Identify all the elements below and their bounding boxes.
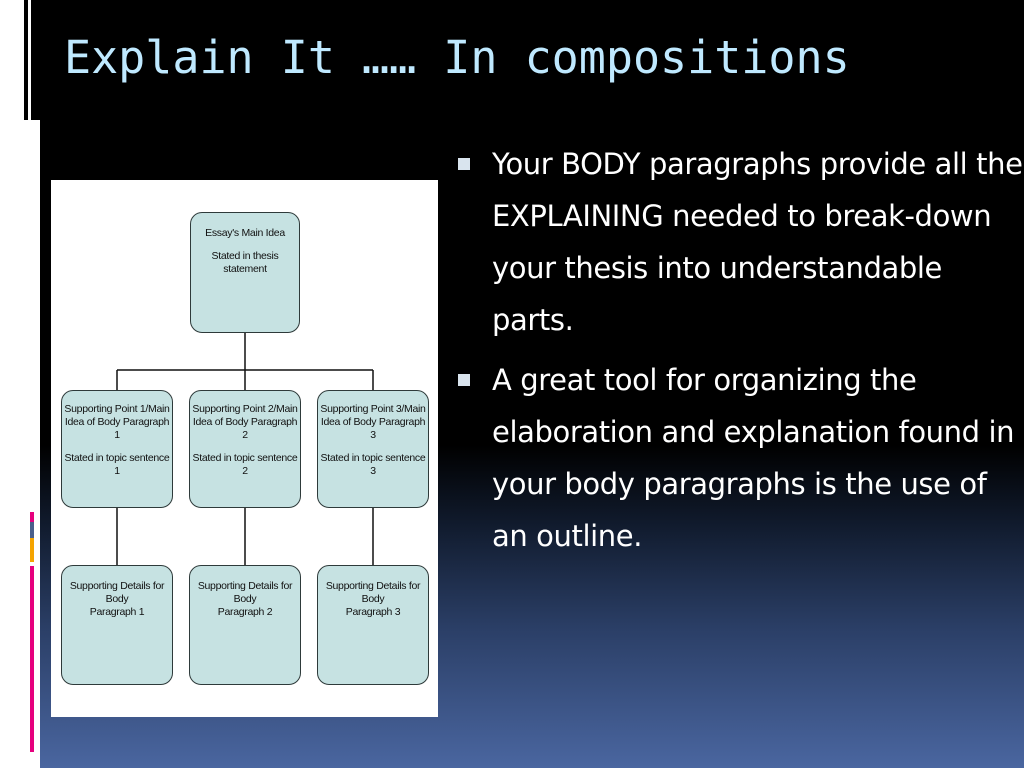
slide-title: Explain It …… In compositions (64, 31, 850, 84)
node-label: Idea of Body Paragraph 3 (320, 416, 426, 441)
node-label: Stated in topic sentence 2 (192, 452, 298, 477)
decoration-bar (31, 0, 40, 120)
supporting-details-node-3: Supporting Details for Body Paragraph 3 (317, 565, 429, 685)
left-decoration-strip (0, 0, 40, 768)
node-label: Stated in topic sentence 3 (320, 452, 426, 477)
node-label: Supporting Point 2/Main (192, 403, 298, 415)
essay-structure-diagram: Essay's Main Idea Stated in thesis state… (51, 180, 438, 717)
node-label: Idea of Body Paragraph 2 (192, 416, 298, 441)
orange-accent-bar (30, 538, 34, 562)
node-label: Stated in thesis statement (211, 250, 279, 275)
main-idea-node: Essay's Main Idea Stated in thesis state… (190, 212, 300, 333)
supporting-details-node-2: Supporting Details for Body Paragraph 2 (189, 565, 301, 685)
node-label: Essay's Main Idea (205, 227, 285, 239)
diagram-connectors (116, 333, 374, 565)
bullet-item: Your BODY paragraphs provide all the EXP… (456, 138, 1024, 346)
node-label: Supporting Point 1/Main (64, 403, 170, 415)
node-label: Paragraph 1 (89, 606, 145, 618)
bullet-item: A great tool for organizing the elaborat… (456, 354, 1024, 562)
node-label: Paragraph 2 (217, 606, 273, 618)
bullet-list: Your BODY paragraphs provide all the EXP… (456, 138, 1024, 570)
node-label: Stated in topic sentence 1 (64, 452, 170, 477)
blue-accent-bar (30, 522, 34, 538)
supporting-details-node-1: Supporting Details for Body Paragraph 1 (61, 565, 173, 685)
decoration-bar (24, 0, 28, 120)
node-label: Supporting Details for Body (69, 580, 165, 605)
node-label: Supporting Point 3/Main (320, 403, 426, 415)
supporting-point-node-2: Supporting Point 2/Main Idea of Body Par… (189, 390, 301, 508)
pink-accent-bar (30, 512, 34, 522)
node-label: Paragraph 3 (345, 606, 401, 618)
pink-accent-bar (30, 566, 34, 752)
node-label: Supporting Details for Body (197, 580, 293, 605)
supporting-point-node-1: Supporting Point 1/Main Idea of Body Par… (61, 390, 173, 508)
node-label: Idea of Body Paragraph 1 (64, 416, 170, 441)
supporting-point-node-3: Supporting Point 3/Main Idea of Body Par… (317, 390, 429, 508)
node-label: Supporting Details for Body (325, 580, 421, 605)
